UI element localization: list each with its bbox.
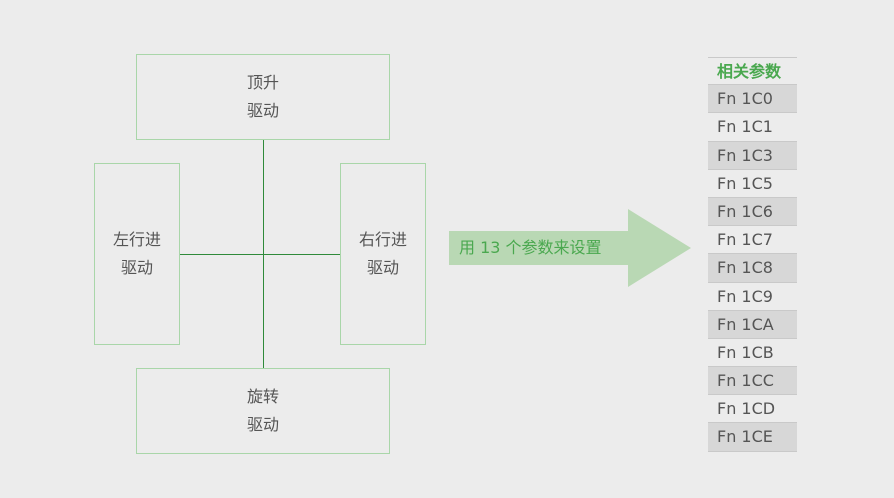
table-row: Fn 1C6 [708,197,797,227]
right-arrow-icon [449,209,691,287]
rotation-drive-label-line2: 驱动 [246,415,279,434]
lift-drive-label-line2: 驱动 [246,101,279,120]
table-row: Fn 1C7 [708,226,797,255]
right-travel-drive-label-line1: 右行进 [358,230,407,249]
right-travel-drive-box: 右行进 驱动 [340,163,426,345]
connector-horizontal-line [179,254,341,255]
table-row: Fn 1CA [708,310,797,339]
arrow: 用 13 个参数来设置 [449,209,691,287]
table-row: Fn 1CE [708,423,797,452]
connector-vertical-line [263,139,264,368]
arrow-label: 用 13 个参数来设置 [459,238,602,257]
table-row: Fn 1C1 [708,113,797,142]
table-row: Fn 1CC [708,367,797,396]
lift-drive-box: 顶升 驱动 [136,54,390,140]
parameters-table: 相关参数 Fn 1C0 Fn 1C1 Fn 1C3 Fn 1C5 Fn 1C6 … [708,57,797,452]
table-row: Fn 1CB [708,339,797,368]
lift-drive-label-line1: 顶升 [246,73,279,92]
table-row: Fn 1C0 [708,85,797,114]
table-row: Fn 1C8 [708,254,797,283]
right-travel-drive-label-line2: 驱动 [366,258,399,277]
rotation-drive-label-line1: 旋转 [246,387,279,406]
parameters-table-header: 相关参数 [708,57,797,86]
table-row: Fn 1C3 [708,141,797,170]
table-row: Fn 1C5 [708,170,797,198]
rotation-drive-box: 旋转 驱动 [136,368,390,454]
table-row: Fn 1C9 [708,283,797,311]
table-row: Fn 1CD [708,395,797,424]
left-travel-drive-box: 左行进 驱动 [94,163,180,345]
left-travel-drive-label-line1: 左行进 [112,230,161,249]
left-travel-drive-label-line2: 驱动 [120,258,153,277]
